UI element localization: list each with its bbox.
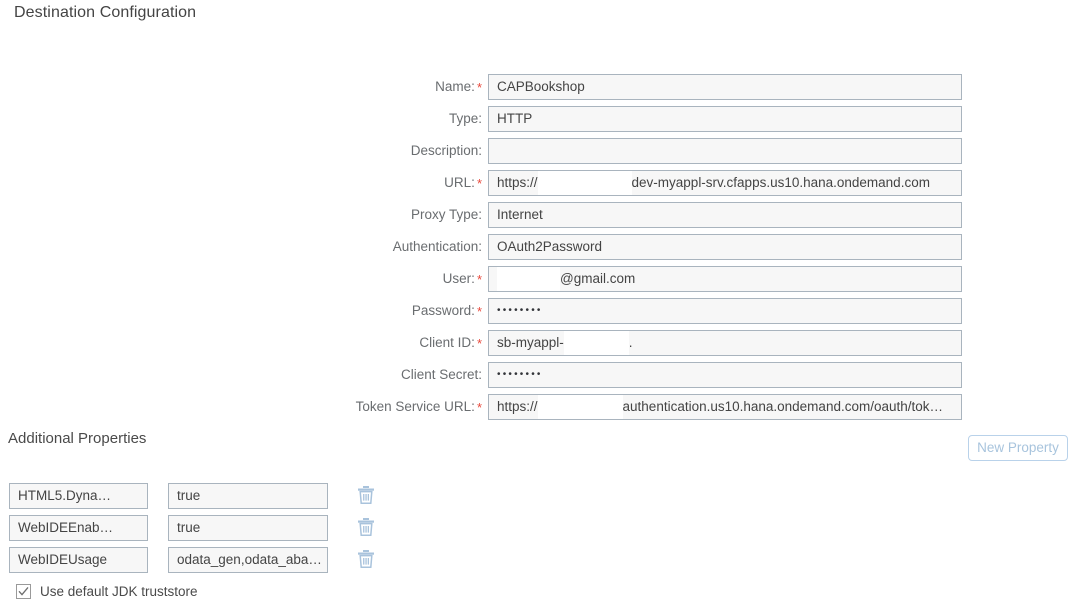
- field-value-suffix: dev-myappl-srv.cfapps.us10.hana.ondemand…: [631, 175, 930, 190]
- form-row: Name:* CAPBookshop: [0, 74, 1078, 106]
- required-indicator: *: [476, 336, 482, 351]
- field-label-text: Token Service URL:: [355, 399, 475, 414]
- field-label-text: Client Secret:: [400, 367, 482, 382]
- field-input[interactable]: [488, 138, 962, 164]
- field-label: Description:: [411, 143, 482, 158]
- field-input[interactable]: ••••••••: [488, 298, 962, 324]
- form-row: URL:* https:// dev-myappl-srv.cfapps.us10.…: [0, 170, 1078, 202]
- form-row: Client ID:* sb-myappl-.: [0, 330, 1078, 362]
- property-row: WebIDEEnab… true: [0, 515, 1078, 547]
- field-value-suffix: authentication.us10.hana.ondemand.com/oa…: [622, 399, 944, 414]
- field-input[interactable]: Internet: [488, 202, 962, 228]
- field-input[interactable]: HTTP: [488, 106, 962, 132]
- field-input[interactable]: sb-myappl-.: [488, 330, 962, 356]
- required-indicator: *: [476, 176, 482, 191]
- trash-icon: [358, 518, 374, 536]
- delete-property-button[interactable]: [357, 485, 377, 507]
- form-row: Client Secret: ••••••••: [0, 362, 1078, 394]
- field-label: User:*: [442, 271, 482, 287]
- redacted-region: [497, 267, 560, 291]
- property-key-input[interactable]: WebIDEEnab…: [9, 515, 148, 541]
- field-value-suffix: @gmail.com: [560, 271, 636, 286]
- field-label: Authentication:: [393, 239, 482, 254]
- property-value-input[interactable]: odata_gen,odata_aba…: [168, 547, 328, 573]
- redacted-region: [537, 171, 632, 195]
- additional-properties-title: Additional Properties: [8, 430, 147, 447]
- page-title: Destination Configuration: [14, 4, 197, 21]
- form-row: Description:: [0, 138, 1078, 170]
- trash-icon: [358, 550, 374, 568]
- field-label-text: Description:: [410, 143, 482, 158]
- delete-property-button[interactable]: [357, 517, 377, 539]
- field-input[interactable]: https:// authentication.us10.hana.ondeman…: [488, 394, 962, 420]
- field-value: Internet: [497, 207, 543, 222]
- field-label-text: User:: [442, 271, 475, 286]
- delete-property-button[interactable]: [357, 549, 377, 571]
- field-label: Token Service URL:*: [355, 399, 482, 415]
- field-label-text: Authentication:: [392, 239, 482, 254]
- field-label: Password:*: [411, 303, 482, 319]
- field-value-prefix: sb-myappl-: [497, 335, 564, 350]
- form-row: User:* @gmail.com: [0, 266, 1078, 298]
- field-input[interactable]: https:// dev-myappl-srv.cfapps.us10.hana.…: [488, 170, 962, 196]
- field-input[interactable]: CAPBookshop: [488, 74, 962, 100]
- field-input[interactable]: ••••••••: [488, 362, 962, 388]
- field-label: URL:*: [444, 175, 482, 191]
- field-label-text: URL:: [444, 175, 475, 190]
- property-value-input[interactable]: true: [168, 515, 328, 541]
- trash-icon: [358, 486, 374, 504]
- field-label: Proxy Type:: [411, 207, 482, 222]
- field-label: Name:*: [435, 79, 482, 95]
- redacted-region: [537, 395, 623, 419]
- use-default-jdk-truststore-checkbox[interactable]: [16, 584, 31, 599]
- field-value-suffix: .: [628, 335, 633, 350]
- form-row: Password:* ••••••••: [0, 298, 1078, 330]
- form-row: Authentication: OAuth2Password: [0, 234, 1078, 266]
- field-label-text: Name:: [435, 79, 475, 94]
- field-label-text: Password:: [411, 303, 475, 318]
- property-value-input[interactable]: true: [168, 483, 328, 509]
- property-row: HTML5.Dyna… true: [0, 483, 1078, 515]
- field-label: Client ID:*: [419, 335, 482, 351]
- redacted-region: [563, 331, 629, 355]
- required-indicator: *: [476, 400, 482, 415]
- field-label-text: Type:: [448, 111, 482, 126]
- field-value-prefix: https://: [497, 399, 538, 414]
- form-row: Token Service URL:* https:// authenticatio…: [0, 394, 1078, 426]
- form-row: Proxy Type: Internet: [0, 202, 1078, 234]
- required-indicator: *: [476, 272, 482, 287]
- property-row: WebIDEUsage odata_gen,odata_aba…: [0, 547, 1078, 579]
- masked-value: ••••••••: [497, 305, 543, 316]
- required-indicator: *: [476, 80, 482, 95]
- field-label-text: Client ID:: [419, 335, 475, 350]
- field-value: CAPBookshop: [497, 79, 585, 94]
- checkmark-icon: [18, 586, 29, 596]
- field-label-text: Proxy Type:: [410, 207, 482, 222]
- use-default-jdk-truststore-row[interactable]: Use default JDK truststore: [16, 584, 198, 599]
- property-key-input[interactable]: HTML5.Dyna…: [9, 483, 148, 509]
- form-row: Type: HTTP: [0, 106, 1078, 138]
- masked-value: ••••••••: [497, 369, 543, 380]
- required-indicator: *: [476, 304, 482, 319]
- property-key-input[interactable]: WebIDEUsage: [9, 547, 148, 573]
- new-property-button[interactable]: New Property: [968, 435, 1068, 461]
- field-value: OAuth2Password: [497, 239, 603, 254]
- field-value: HTTP: [497, 111, 533, 126]
- field-value-prefix: https://: [497, 175, 538, 190]
- field-input[interactable]: @gmail.com: [488, 266, 962, 292]
- field-label: Client Secret:: [401, 367, 482, 382]
- field-input[interactable]: OAuth2Password: [488, 234, 962, 260]
- use-default-jdk-truststore-label: Use default JDK truststore: [40, 584, 198, 599]
- field-label: Type:: [449, 111, 482, 126]
